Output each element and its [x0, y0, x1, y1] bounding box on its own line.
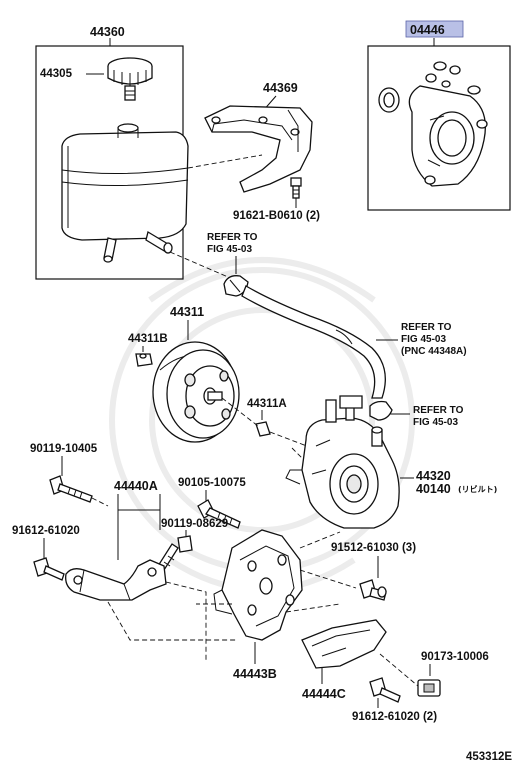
label-44440A: 44440A — [114, 479, 158, 493]
label-04446: 04446 — [410, 23, 445, 37]
bolt-91512-61030 — [359, 579, 387, 601]
bolt-90105-10075 — [197, 499, 241, 529]
dash-left-bracket — [165, 581, 207, 660]
gasket-kit-parts — [378, 61, 488, 187]
reservoir-cap — [107, 57, 153, 101]
label-91612-61020-b: 91612-61020 (2) — [352, 711, 437, 723]
dash-lower-left — [107, 601, 238, 641]
refer-to-2: REFER TO — [401, 322, 452, 333]
bolt-91612-61020-a — [33, 557, 65, 581]
dash-bracket-pump — [299, 531, 341, 549]
label-44311: 44311 — [170, 305, 204, 319]
dash-cover-nut — [379, 653, 419, 687]
dash-bracket-cover — [285, 603, 341, 613]
label-91621-B0610: 91621-B0610 (2) — [233, 210, 320, 222]
pnc-ref-2: (PNC 44348A) — [401, 346, 467, 357]
cover-44444C — [301, 619, 387, 669]
refer-to-1: REFER TO — [207, 232, 258, 243]
gasket-kit-box — [367, 38, 511, 211]
figure-number: 453312E — [466, 751, 512, 763]
bolt-91612-61020-b — [369, 677, 401, 703]
highlight-04446 — [405, 20, 464, 38]
power-steering-pump — [285, 395, 400, 529]
fig-ref-2: FIG 45-03 — [401, 334, 446, 345]
dash-bracket-bolt — [299, 569, 357, 589]
label-91612-61020-a: 91612-61020 — [12, 525, 80, 537]
hose-clamp-upper — [223, 275, 249, 297]
label-91512-61030: 91512-61030 (3) — [331, 542, 416, 554]
nut-90173-10006 — [417, 679, 441, 697]
dash-pump-shaft — [291, 447, 303, 459]
label-90119-10405: 90119-10405 — [30, 443, 98, 455]
bolt-90119-10405 — [49, 475, 93, 503]
dash-reservoir-hose — [169, 251, 236, 281]
bracket-44369 — [204, 105, 313, 193]
label-90119-08629: 90119-08629 — [161, 518, 228, 530]
pump-pulley — [152, 341, 240, 443]
key-44311A — [255, 421, 271, 437]
leader-44440A — [117, 494, 161, 560]
label-44311A: 44311A — [247, 398, 287, 410]
dash-bolt-bracket — [91, 497, 109, 507]
label-40140: 40140 — [416, 482, 451, 496]
label-44360: 44360 — [90, 25, 125, 39]
label-44444C: 44444C — [302, 687, 346, 701]
return-hose — [241, 285, 386, 399]
label-90173-10006: 90173-10006 — [421, 651, 489, 663]
label-90105-10075: 90105-10075 — [178, 477, 246, 489]
dash-reservoir-bracket — [187, 154, 263, 169]
label-44320: 44320 — [416, 469, 451, 483]
bracket-44440A — [65, 559, 167, 601]
label-44311B: 44311B — [128, 333, 168, 345]
reservoir-tank — [61, 123, 189, 263]
label-44443B: 44443B — [233, 667, 277, 681]
bolt-91621 — [290, 177, 302, 199]
fig-ref-3: FIG 45-03 — [413, 417, 458, 428]
label-44305: 44305 — [40, 68, 73, 80]
nut-44311B — [135, 353, 153, 367]
refer-to-3: REFER TO — [413, 405, 464, 416]
label-40140-note: (リビルト) — [458, 484, 497, 494]
label-44369: 44369 — [263, 81, 298, 95]
fig-ref-1: FIG 45-03 — [207, 244, 252, 255]
bracket-44443B — [213, 529, 303, 641]
hose-clamp-lower — [369, 400, 393, 421]
